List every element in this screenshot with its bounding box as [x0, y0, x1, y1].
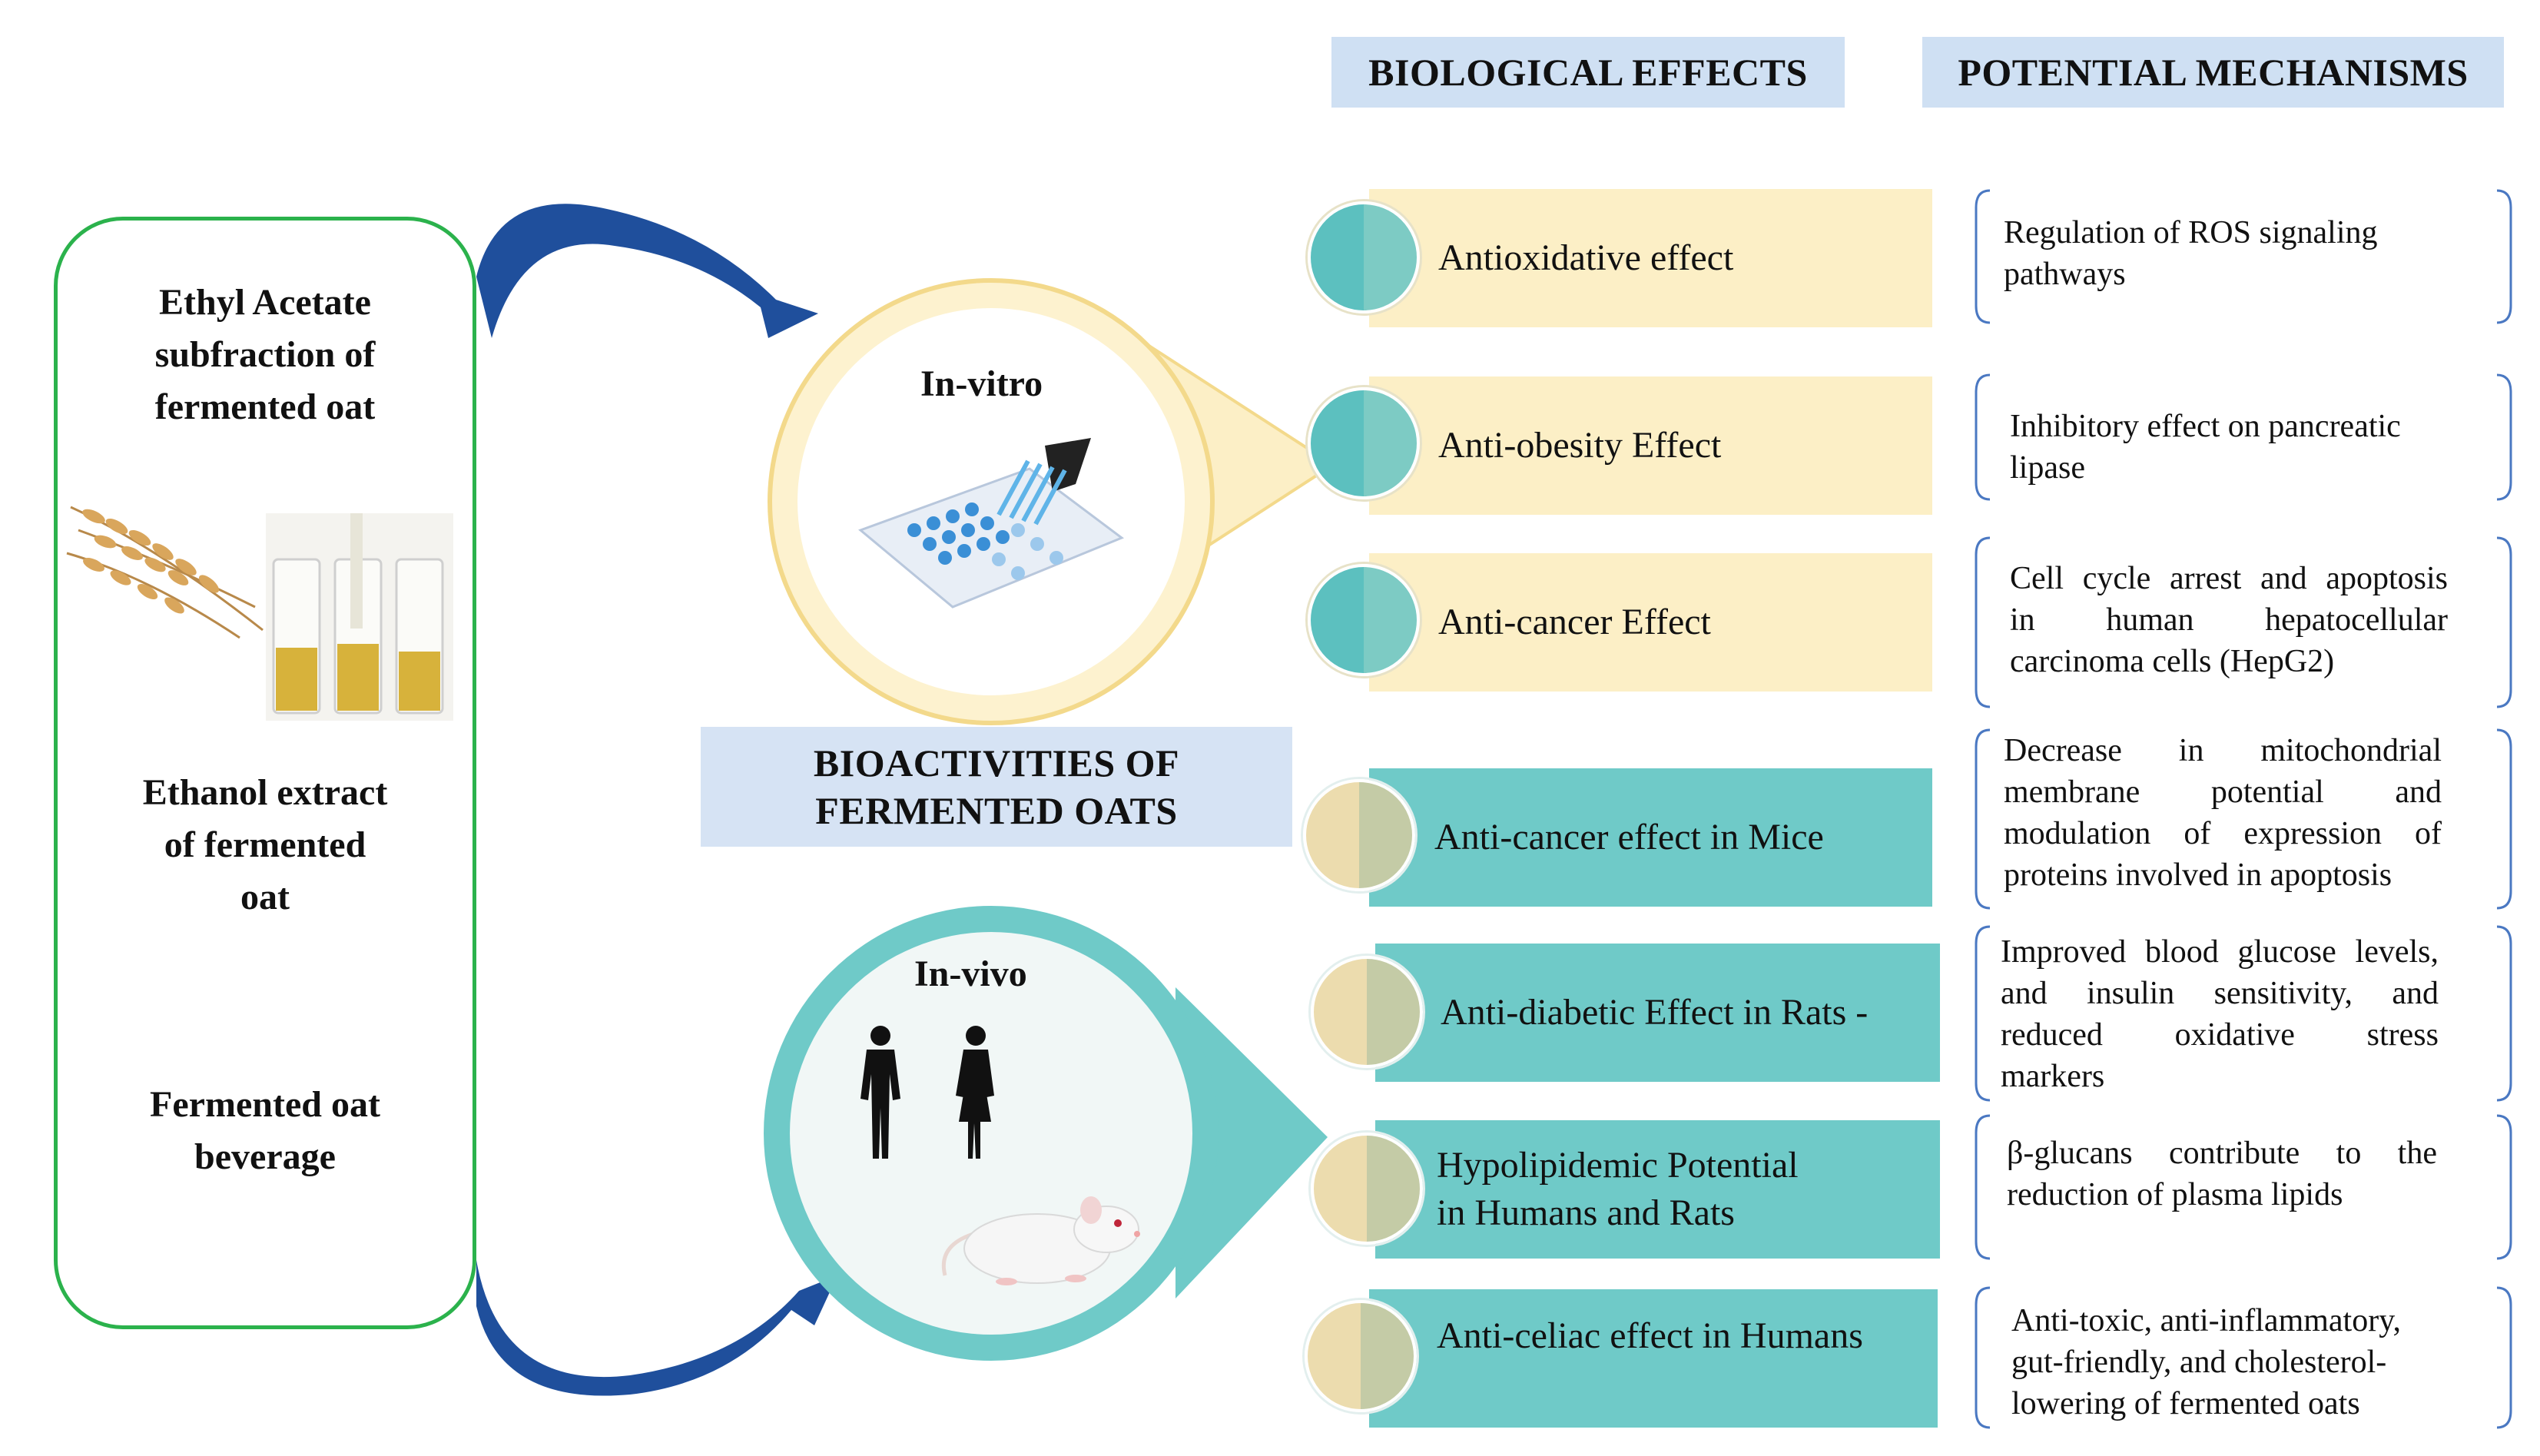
mechanism-line: Decrease in mitochondrial: [2004, 733, 2442, 768]
human-silhouettes-icon: [844, 1022, 1020, 1162]
effect-label-line: Hypolipidemic Potential: [1437, 1145, 1799, 1186]
source-line: Fermented oat: [150, 1084, 380, 1125]
mechanism-anti-cancer-mice: Decrease in mitochondrial membrane poten…: [2004, 730, 2442, 896]
effect-band-anti-obesity: Anti-obesity Effect: [1369, 376, 1932, 515]
mechanism-line: modulation of expression of: [2004, 816, 2442, 851]
source-ethanol-extract: Ethanol extract of fermented oat: [54, 767, 476, 924]
mechanism-line: Regulation of ROS signaling: [2004, 215, 2378, 250]
source-line: Ethanol extract: [142, 772, 388, 813]
effect-bullet: [1305, 1300, 1417, 1412]
mechanism-line: lowering of fermented oats: [2011, 1386, 2360, 1421]
mechanism-line: Improved blood glucose levels,: [2001, 934, 2439, 970]
mechanism-line: Cell cycle arrest and apoptosis: [2010, 561, 2448, 596]
effect-label: Anti-obesity Effect: [1438, 425, 1722, 466]
source-line: oat: [240, 877, 290, 917]
effect-label: Anti-diabetic Effect in Rats -: [1441, 992, 1869, 1033]
mechanism-anti-obesity: Inhibitory effect on pancreatic lipase: [2010, 406, 2471, 489]
in-vivo-label: In-vivo: [914, 954, 1027, 994]
source-ethyl-acetate: Ethyl Acetate subfraction of fermented o…: [54, 277, 476, 433]
effect-band-hypolipidemic: Hypolipidemic Potential in Humans and Ra…: [1375, 1120, 1940, 1259]
in-vivo-callout-pointer: [1175, 987, 1328, 1298]
effect-label: Anti-cancer effect in Mice: [1434, 817, 1824, 857]
mechanism-line: β-glucans contribute to the: [2007, 1136, 2437, 1171]
bioactivities-title-line: BIOACTIVITIES OF: [813, 741, 1180, 784]
source-panel: [54, 217, 476, 1329]
effect-bullet: [1311, 956, 1423, 1068]
mechanism-antioxidative: Regulation of ROS signaling pathways: [2004, 212, 2465, 295]
in-vitro-label: In-vitro: [920, 363, 1043, 404]
test-tubes-illustration: [266, 513, 453, 721]
source-line: subfraction of: [154, 334, 376, 375]
effect-band-anti-celiac: Anti-celiac effect in Humans: [1369, 1289, 1938, 1428]
effect-label: Anti-celiac effect in Humans: [1437, 1315, 1863, 1356]
mechanism-line: reduction of plasma lipids: [2007, 1177, 2343, 1212]
mechanism-line: proteins involved in apoptosis: [2004, 857, 2392, 893]
mechanism-anti-celiac: Anti-toxic, anti-inflammatory, gut-frien…: [2011, 1300, 2472, 1424]
mechanism-line: and insulin sensitivity, and: [2001, 976, 2439, 1011]
source-line: of fermented: [164, 824, 366, 865]
header-biological-effects-label: BIOLOGICAL EFFECTS: [1368, 51, 1808, 94]
source-line: beverage: [194, 1136, 336, 1177]
arrow-to-in-vivo: [476, 1260, 837, 1396]
mechanism-line: Anti-toxic, anti-inflammatory,: [2011, 1303, 2401, 1338]
mechanism-line: reduced oxidative stress: [2001, 1017, 2439, 1053]
source-line: fermented oat: [154, 386, 376, 427]
source-line: Ethyl Acetate: [159, 282, 371, 323]
mechanism-line: membrane potential and: [2004, 774, 2442, 810]
effect-band-anti-cancer-mice: Anti-cancer effect in Mice: [1369, 768, 1932, 907]
source-fermented-beverage: Fermented oat beverage: [54, 1079, 476, 1183]
mechanism-line: carcinoma cells (HepG2): [2010, 644, 2335, 679]
bioactivities-title-line: FERMENTED OATS: [815, 789, 1178, 832]
effect-bullet: [1308, 201, 1420, 313]
header-potential-mechanisms-label: POTENTIAL MECHANISMS: [1958, 51, 2469, 94]
header-biological-effects: BIOLOGICAL EFFECTS: [1331, 37, 1845, 108]
effect-bullet: [1311, 1133, 1423, 1245]
effect-bullet: [1303, 779, 1415, 891]
microplate-icon: [853, 438, 1129, 622]
effect-band-anti-diabetic: Anti-diabetic Effect in Rats -: [1375, 944, 1940, 1082]
effect-label: Antioxidative effect: [1438, 237, 1734, 278]
mechanism-line: Inhibitory effect on pancreatic: [2010, 409, 2401, 444]
bioactivities-title: BIOACTIVITIES OF FERMENTED OATS: [701, 727, 1292, 847]
mechanism-anti-cancer: Cell cycle arrest and apoptosis in human…: [2010, 558, 2448, 682]
mechanism-line: pathways: [2004, 257, 2126, 292]
mechanism-hypolipidemic: β-glucans contribute to the reduction of…: [2007, 1133, 2437, 1216]
effect-band-antioxidative: Antioxidative effect: [1369, 189, 1932, 327]
effect-label-line: in Humans and Rats: [1437, 1192, 1735, 1233]
effect-band-anti-cancer: Anti-cancer Effect: [1369, 553, 1932, 692]
header-potential-mechanisms: POTENTIAL MECHANISMS: [1922, 37, 2504, 108]
effect-label: Anti-cancer Effect: [1438, 602, 1711, 642]
effect-bullet: [1308, 387, 1420, 499]
mechanism-line: markers: [2001, 1059, 2105, 1094]
mechanism-line: gut-friendly, and cholesterol-: [2011, 1345, 2387, 1380]
oat-grain-illustration: [63, 484, 270, 645]
mechanism-brackets: [1975, 189, 2512, 1429]
arrow-to-in-vitro: [476, 204, 818, 338]
mechanism-anti-diabetic: Improved blood glucose levels, and insul…: [2001, 931, 2439, 1097]
effect-bullet: [1308, 564, 1420, 676]
mechanism-line: lipase: [2010, 450, 2085, 486]
mechanism-line: in human hepatocellular: [2010, 602, 2448, 638]
rat-icon: [930, 1176, 1152, 1291]
